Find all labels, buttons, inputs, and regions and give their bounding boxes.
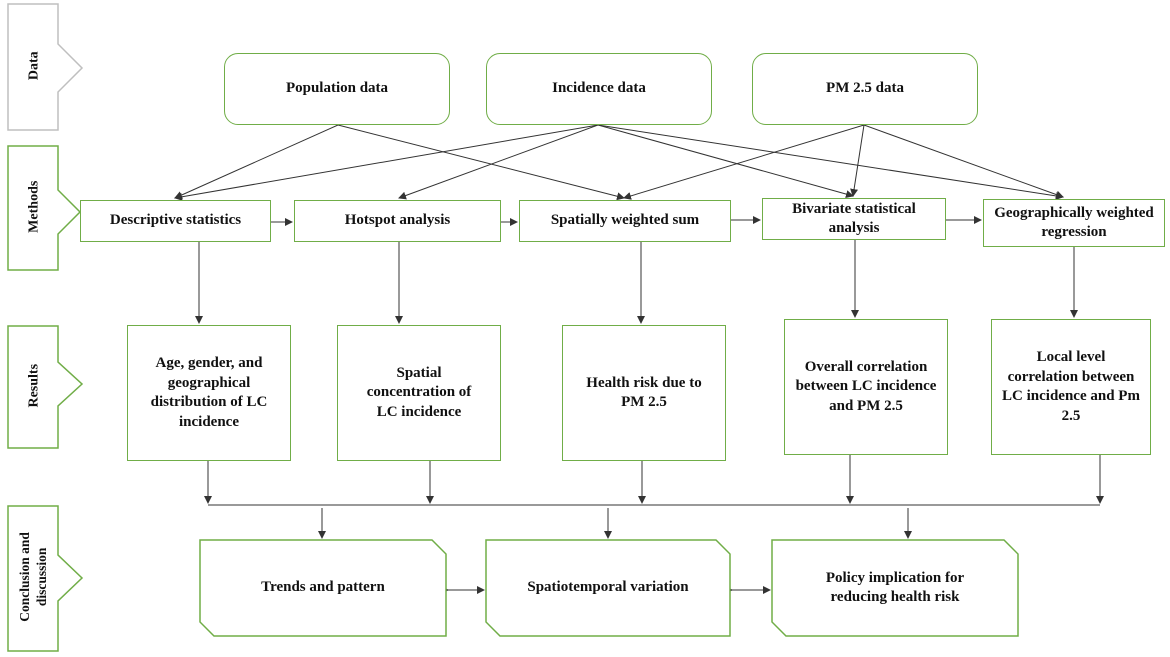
stage-label-data: Data <box>26 51 42 81</box>
edge-incidence-hotspot <box>398 124 599 200</box>
edge-pm-bivariate <box>850 124 865 197</box>
conclusion-spatiotemporal-shape <box>485 539 731 637</box>
stage-arrow-methods <box>7 145 82 271</box>
result-node-health-risk: Health risk due to PM 2.5 <box>562 325 726 461</box>
result-node-local-correlation: Local level correlation between LC incid… <box>991 319 1151 455</box>
conclusion-node-spatiotemporal: Spatiotemporal variation <box>527 579 689 596</box>
method-node-gwr: Geographically weighted regression <box>983 199 1165 247</box>
conclusion-node-trends: Trends and pattern <box>261 579 385 596</box>
stage-label-conclusion-line2: discussion <box>34 547 49 607</box>
stage-label-results: Results <box>26 363 42 408</box>
edge-pm-gwr <box>863 124 1064 199</box>
stage-label-conclusion-line1: Conclusion and <box>17 532 33 622</box>
stage-arrow-results <box>7 325 84 449</box>
data-node-population: Population data <box>224 53 450 125</box>
stage-label-methods: Methods <box>26 180 42 233</box>
edge-incidence-bivariate <box>597 124 854 198</box>
stage-arrow-data <box>7 3 84 131</box>
method-node-hotspot: Hotspot analysis <box>294 200 501 242</box>
stage-arrow-conclusion <box>7 505 84 652</box>
result-node-overall-correlation: Overall correlation between LC incidence… <box>784 319 948 455</box>
result-node-spatial-concentration: Spatial concentration of LC incidence <box>337 325 501 461</box>
conclusion-trends-shape <box>199 539 447 637</box>
edge-population-spatialsum <box>337 124 625 201</box>
data-node-pm25: PM 2.5 data <box>752 53 978 125</box>
method-node-spatial-sum: Spatially weighted sum <box>519 200 731 242</box>
method-node-descriptive: Descriptive statistics <box>80 200 271 242</box>
edge-incidence-gwr <box>597 124 1064 200</box>
conclusion-node-policy: Policy implication for reducing health r… <box>825 569 965 606</box>
edge-incidence-descriptive <box>174 124 599 201</box>
conclusion-policy-shape <box>771 539 1019 637</box>
edge-pm-spatialsum <box>623 124 865 200</box>
stage-label-conclusion: Conclusion and discussion <box>17 509 51 645</box>
data-node-incidence: Incidence data <box>486 53 712 125</box>
edge-population-descriptive <box>174 124 339 199</box>
method-node-bivariate: Bivariate statistical analysis <box>762 198 946 240</box>
result-node-age-gender: Age, gender, and geographical distributi… <box>127 325 291 461</box>
